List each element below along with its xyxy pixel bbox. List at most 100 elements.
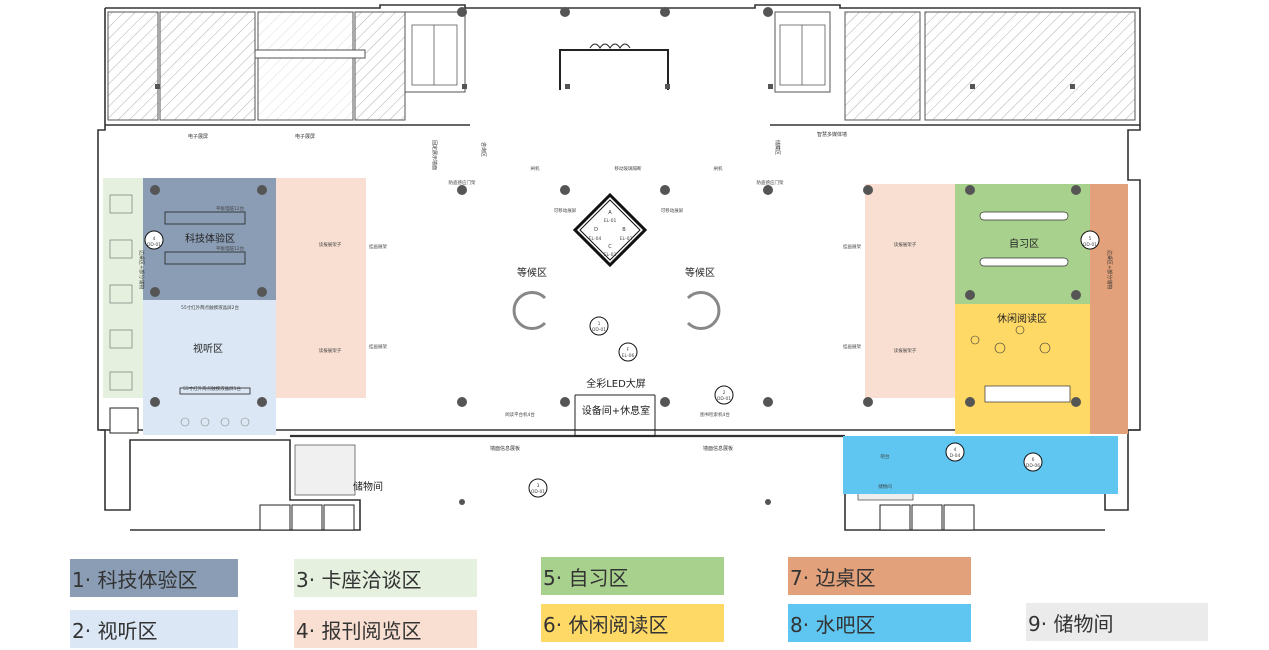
marker-bar4-num: 4 [954, 447, 957, 453]
legend-item-9: 9· 储物间 [1026, 603, 1208, 641]
legend-item-5: 5· 自习区 [541, 557, 724, 595]
label-tablet-bottom: 平板电脑12台 [216, 245, 245, 252]
legend-item-6: 6· 休闲阅读区 [541, 604, 724, 642]
label-storage-small: 储物间 [878, 483, 892, 490]
label-hang-rack-l1: 挂画展架 [369, 243, 387, 250]
diamond-code-2: EL-02 [620, 236, 633, 242]
label-tv-55-1: 55寸红外两点触摸液晶屏1台 [183, 385, 242, 392]
marker-texts: 4 OD-01 5 OD-01 1 OD-01 F EL-06 2 OD-01 … [147, 236, 1097, 495]
label-newspaper-r1: 读报展架子 [894, 241, 917, 248]
diamond-bottom-letter: C [608, 244, 612, 250]
label-av-zone: 视听区 [193, 342, 223, 355]
legend-item-7: 7· 边桌区 [788, 557, 971, 595]
diamond-right-letter: B [622, 227, 626, 233]
legend-item-1: 1· 科技体验区 [70, 559, 238, 597]
marker-1-num: 1 [598, 321, 601, 327]
label-tablet-top: 平板电脑12台 [216, 205, 245, 212]
marker-4-code: OD-01 [147, 242, 161, 248]
equipment-room [574, 394, 656, 437]
zone-booth-left [103, 178, 143, 398]
legend-label-1: 1· 科技体验区 [72, 567, 198, 592]
av-seats [180, 417, 250, 427]
entrance [559, 43, 669, 90]
waiting-seats [512, 291, 721, 330]
zone-self-study [955, 184, 1090, 304]
label-side-table-right: 边桌区+部分储物 [1106, 250, 1113, 289]
label-bar: 吧台 [881, 453, 890, 460]
label-gate-left: 闸机 [531, 165, 540, 172]
leisure-seats [970, 325, 1051, 354]
legend-label-8: 8· 水吧区 [790, 612, 876, 637]
marker-3-code: OD-01 [531, 489, 545, 495]
label-door-right: 防盗感应门架 [757, 179, 784, 186]
label-booth-left: 边桌区+部分储物 [138, 250, 145, 289]
zone-newspaper-left [276, 178, 366, 398]
marker-bar4-code: D-04 [950, 453, 961, 459]
label-book-search: 图书检索机4台 [700, 411, 730, 418]
label-storage: 储物间 [353, 480, 383, 493]
label-hang-rack-l2: 挂画展架 [369, 343, 387, 350]
marker-f-code: EL-06 [622, 353, 635, 359]
tech-tables [164, 211, 251, 395]
diamond-code-1: EL-01 [604, 218, 617, 224]
zone-av [143, 300, 276, 435]
label-tv-55-2: 55寸红外两点触摸液晶屏2台 [181, 304, 240, 311]
diamond-code-4: EL-04 [589, 236, 602, 242]
label-wait-right: 等候区 [685, 266, 715, 279]
label-screen-2: 电子展屏 [295, 133, 315, 140]
marker-bar6-code: DD-06 [1026, 463, 1040, 469]
zones [103, 178, 1128, 494]
label-hang-rack-r2: 挂画展架 [843, 343, 861, 350]
label-leisure: 休闲阅读区 [997, 312, 1047, 325]
label-newspaper-l1: 读报展架子 [319, 241, 342, 248]
diamond-marker: A D B C EL-01 EL-04 EL-02 EL-03 [572, 192, 648, 268]
label-glass-partition: 移动玻璃隔断 [615, 165, 642, 172]
marker-2-num: 2 [723, 390, 726, 396]
label-tech-zone: 科技体验区 [185, 232, 235, 245]
zone-water-bar [843, 436, 1118, 494]
label-door-left: 防盗感应门架 [449, 179, 476, 186]
hatched-rooms [107, 11, 1136, 121]
label-consult: 咨询区 [480, 142, 487, 157]
diamond-code-3: EL-03 [604, 252, 617, 258]
legend-label-7: 7· 边桌区 [790, 565, 876, 590]
label-hang-rack-r1: 挂画展架 [843, 243, 861, 250]
zone-labels: 科技体验区 视听区 自习区 休闲阅读区 等候区 等候区 全彩LED大屏 设备间+… [138, 131, 1113, 493]
marker-5-code: OD-01 [1083, 242, 1097, 248]
legend-item-8: 8· 水吧区 [788, 604, 971, 642]
label-equip: 设备间+休息室 [582, 404, 650, 417]
zone-leisure [955, 304, 1090, 434]
diamond-top-letter: A [608, 210, 612, 216]
floor-plan: A D B C EL-01 EL-04 EL-02 EL-03 4 OD-01 … [97, 4, 1141, 531]
label-movable-screen-right: 可移动展屏 [661, 207, 684, 214]
zone-newspaper-right [865, 184, 955, 398]
label-gate-right: 闸机 [714, 165, 723, 172]
label-fixed-display: 固定展示墙面 [431, 140, 438, 170]
label-reading-stand: 阅读平台机4台 [505, 411, 535, 418]
label-newspaper-r2: 读报展架子 [894, 347, 917, 354]
marker-f-num: F [627, 347, 630, 353]
label-wait-left: 等候区 [517, 266, 547, 279]
zone-tech [143, 178, 276, 300]
section-markers [144, 230, 1100, 498]
label-smart-media: 智慧多媒体墙 [817, 131, 847, 138]
label-storage-cabinet: 储藏区 [774, 140, 781, 155]
columns [150, 7, 1081, 505]
legend-label-9: 9· 储物间 [1028, 611, 1114, 636]
marker-2-code: OD-01 [717, 396, 731, 402]
marker-3-num: 3 [537, 483, 540, 489]
legend-label-4: 4· 报刊阅览区 [296, 618, 422, 643]
legend-label-2: 2· 视听区 [72, 618, 158, 643]
label-self-study: 自习区 [1009, 237, 1039, 250]
zone-side-table [1090, 184, 1128, 434]
legend-item-2: 2· 视听区 [70, 610, 238, 648]
booth-seats-left [109, 194, 133, 391]
legend-label-6: 6· 休闲阅读区 [543, 612, 669, 637]
label-wall-board-left: 墙面信息展板 [490, 445, 520, 452]
label-led: 全彩LED大屏 [586, 377, 646, 390]
marker-bar6-num: 6 [1032, 457, 1035, 463]
marker-5-num: 5 [1089, 236, 1092, 242]
legend-item-3: 3· 卡座洽谈区 [294, 559, 477, 597]
label-screen-1: 电子展屏 [188, 133, 208, 140]
label-newspaper-l2: 读报展架子 [319, 347, 342, 354]
